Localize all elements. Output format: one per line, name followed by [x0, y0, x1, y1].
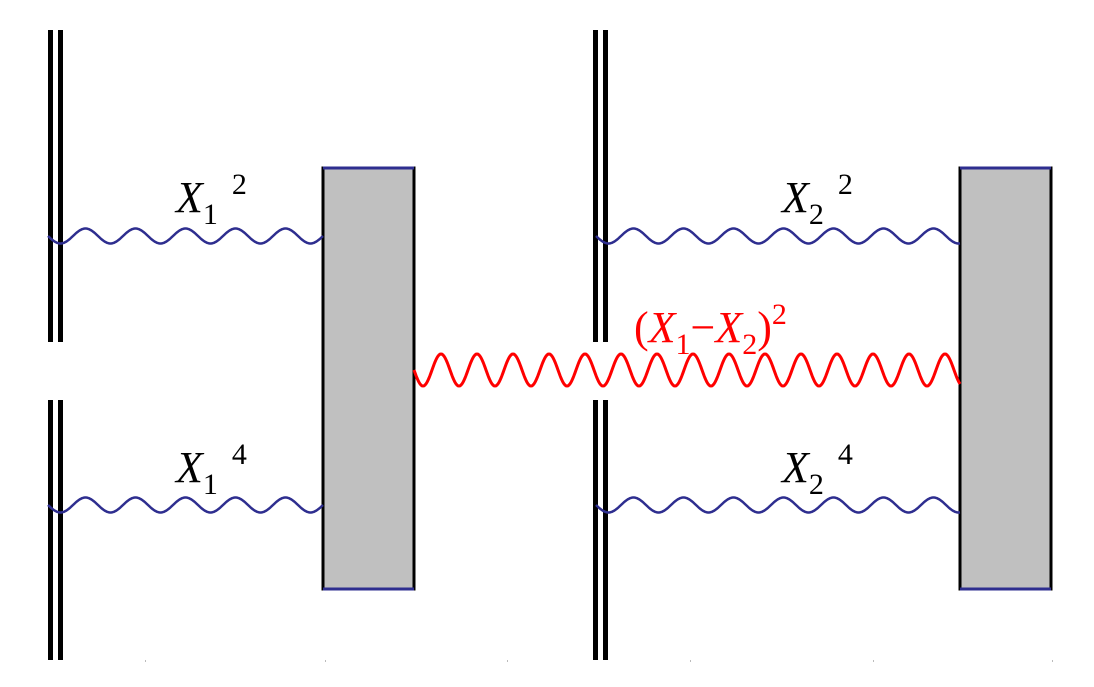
label-sup: 2 [771, 298, 787, 331]
spring-x2-fourth [595, 496, 961, 514]
label-x2-fourth: X24 [782, 440, 853, 500]
label-open-paren: ( [634, 303, 649, 352]
label-minus: − [690, 303, 716, 352]
baseline-ticks [145, 660, 1053, 662]
spring-coupling [412, 352, 962, 388]
label-sup: 4 [231, 438, 247, 471]
left-wall-bottom [48, 400, 63, 660]
label-sup: 4 [837, 438, 853, 471]
label-x2-squared: X22 [782, 170, 853, 230]
spring-x1-fourth [47, 496, 324, 514]
label-var: X [782, 443, 809, 492]
label-sup: 2 [837, 168, 853, 201]
right-wall-top [593, 30, 608, 342]
label-sup: 2 [231, 168, 247, 201]
right-block [958, 166, 1053, 591]
label-var: X [176, 173, 203, 222]
left-block [321, 166, 416, 591]
label-var-2: X [715, 303, 743, 352]
label-x1-fourth: X14 [176, 440, 247, 500]
label-close-paren: ) [757, 303, 772, 352]
label-var-1: X [648, 303, 676, 352]
label-var: X [176, 443, 203, 492]
label-sub: 1 [202, 468, 218, 501]
label-coupling: (X1−X2)2 [634, 300, 787, 360]
spring-x1-squared [47, 227, 324, 245]
label-sub: 1 [202, 198, 218, 231]
right-wall-bottom [593, 400, 608, 660]
label-var: X [782, 173, 809, 222]
label-x1-squared: X12 [176, 170, 247, 230]
spring-x2-squared [595, 227, 961, 245]
left-wall-top [48, 30, 63, 342]
label-sub: 2 [808, 468, 824, 501]
label-sub-1: 1 [675, 328, 691, 361]
label-sub-2: 2 [742, 328, 758, 361]
label-sub: 2 [808, 198, 824, 231]
